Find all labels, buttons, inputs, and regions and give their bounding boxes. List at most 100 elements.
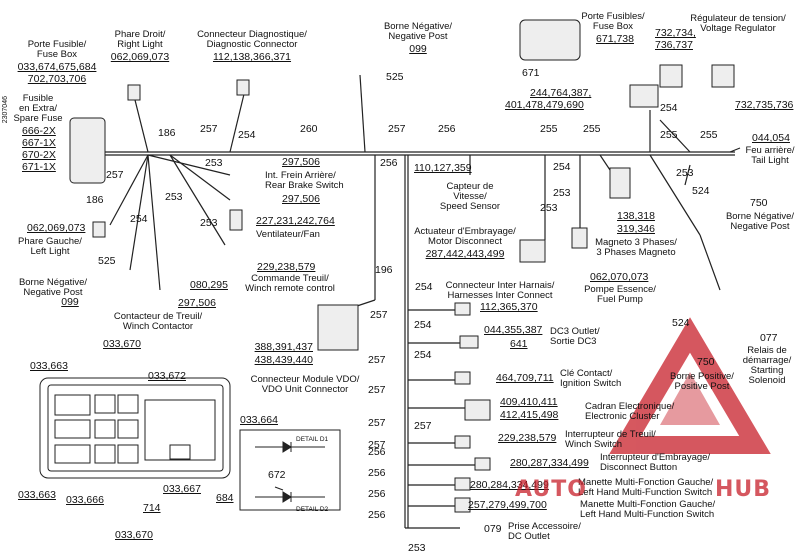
watermark-text1: AUTO — [515, 477, 587, 502]
seg-12: 253 — [205, 157, 223, 169]
seg-0: 186 — [158, 127, 176, 139]
diag-conn-num: 112,138,366,371 — [212, 51, 292, 63]
seg-22: 253 — [540, 202, 558, 214]
fb-033667: 033,667 — [163, 483, 201, 495]
rear-brake-num2: 297,506 — [282, 193, 320, 205]
cluster-num2: 412,415,498 — [500, 409, 559, 421]
neg-post-top-num: 099 — [409, 43, 427, 55]
neg-post-left-num: 099 — [61, 296, 79, 308]
speed-sensor-num: 110,127,359 — [414, 162, 472, 174]
dc3-label: DC3 Outlet/ Sortie DC3 — [550, 326, 600, 347]
clutch-actuator-block — [519, 239, 546, 263]
rear-brake-label: Int. Frein Arrière/ Rear Brake Switch — [265, 170, 344, 191]
cluster-label: Cadran Electronique/ Electronic Cluster — [585, 401, 675, 422]
seg-5: 256 — [438, 123, 456, 135]
seg-2: 254 — [238, 129, 256, 141]
seg-26: 257 — [368, 384, 386, 396]
seg-35: 256 — [368, 509, 386, 521]
clutch-actuator-label: Actuateur d'Embrayage/ Motor Disconnect — [414, 226, 516, 247]
fuse-box-left-num2: 702,703,706 — [27, 73, 87, 85]
seg-3: 260 — [300, 123, 318, 135]
mag-num1: 138,318 — [617, 210, 655, 222]
lh-multi-block — [454, 477, 471, 491]
pos-post-label: Borne Positive/ Positive Post — [670, 371, 734, 392]
rh-multi-label: Manette Multi-Fonction Gauche/ Left Hand… — [580, 499, 716, 520]
fuel-pump-label: Pompe Essence/ Fuel Pump — [584, 284, 656, 305]
seg-6: 255 — [540, 123, 558, 135]
lh-multi-label: Manette Multi-Fonction Gauche/ Left Hand… — [578, 477, 714, 498]
vdo-num1: 388,391,437 — [254, 341, 313, 353]
fuse-box-detail — [39, 377, 231, 479]
vdo-connector — [317, 304, 359, 351]
winch-contactor-num1: 080,295 — [190, 279, 228, 291]
hub-block — [629, 84, 659, 108]
seg-19: 254 — [553, 161, 571, 173]
cluster-block — [464, 399, 491, 421]
watermark-logo — [609, 317, 771, 454]
fan-block — [229, 209, 243, 231]
det-672: 672 — [268, 469, 286, 481]
winch-remote-num: 229,238,579 — [257, 261, 316, 273]
spare-fuse-1: 666-2X — [22, 125, 56, 137]
seg-14: 186 — [86, 194, 104, 206]
starting-ref: 077 — [760, 332, 778, 344]
seg-27: 257 — [368, 417, 386, 429]
fan-num: 227,231,242,764 — [256, 215, 335, 227]
vdo-label: Connecteur Module VDO/ VDO Unit Connecto… — [250, 374, 360, 395]
left-light-num: 062,069,073 — [27, 222, 86, 234]
detail-d1: DETAIL D1 — [296, 436, 329, 443]
diag-conn-label: Connecteur Diagnostique/ Diagnostic Conn… — [197, 29, 307, 50]
ref-524-a: 524 — [692, 185, 710, 197]
dc3-num: 044,355,387 — [484, 324, 543, 336]
seg-8: 254 — [660, 102, 678, 114]
fuse-box-right — [519, 19, 581, 61]
spare-fuse-4: 671-1X — [22, 161, 56, 173]
seg-1: 257 — [200, 123, 218, 135]
fb-033670-top: 033,670 — [103, 338, 141, 350]
seg-21: 196 — [375, 264, 393, 276]
dc-outlet-label: Prise Accessoire/ DC Outlet — [508, 521, 581, 542]
fuse-box-left — [69, 117, 106, 184]
tail-light-label: Feu arrière/ Tail Light — [745, 145, 795, 166]
ign-num: 464,709,711 — [496, 372, 554, 384]
fuse-box-right-ref: 671 — [522, 67, 540, 79]
winch-sw-block — [454, 435, 471, 449]
seg-32: 256 — [368, 446, 386, 458]
fuel-pump-block — [571, 227, 588, 249]
seg-33: 256 — [368, 467, 386, 479]
mag-num2: 319,346 — [617, 223, 655, 235]
winch-contactor-num2: 297,506 — [178, 297, 216, 309]
hub-num1: 244,764,387, — [530, 87, 592, 99]
right-light-num: 062,069,073 — [110, 51, 170, 63]
ref-524-b: 524 — [672, 317, 690, 329]
lh-multi-num: 280,284,334,499 — [470, 479, 549, 491]
winch-sw-num: 229,238,579 — [498, 432, 557, 444]
fb-033672: 033,672 — [148, 370, 186, 382]
speed-sensor-label: Capteur de Vitesse/ Speed Sensor — [439, 181, 501, 212]
fb-033663-bot: 033,663 — [18, 489, 56, 501]
spare-fuse-2: 667-1X — [22, 137, 56, 149]
neg-post-left-label: Borne Négative/ Negative Post — [18, 277, 88, 298]
neg-post-top-label: Borne Négative/ Negative Post — [383, 21, 453, 42]
winch-sw-label: Interrupteur de Treuil/ Winch Switch — [565, 429, 656, 450]
seg-24: 257 — [370, 309, 388, 321]
winch-contactor-label: Contacteur de Treuil/ Winch Contactor — [113, 311, 203, 332]
fb-714: 714 — [143, 502, 161, 514]
ign-label: Clé Contact/ Ignition Switch — [560, 368, 622, 389]
seg-31: 257 — [368, 439, 386, 451]
regulator-block-1 — [659, 64, 683, 88]
winch-remote-label: Commande Treuil/ Winch remote control — [245, 273, 335, 294]
harness-conn-block — [454, 302, 471, 316]
spare-fuse-3: 670-2X — [22, 149, 56, 161]
right-light-block — [127, 84, 141, 101]
neg-post-top-ref: 525 — [386, 71, 404, 83]
fb-033670-bot: 033,670 — [115, 529, 153, 541]
fb-033664: 033,664 — [240, 414, 278, 426]
left-light-block — [92, 221, 106, 238]
fuse-box-right-label: Porte Fusibles/ Fuse Box — [581, 11, 645, 32]
volt-reg-num1: 732,734, — [655, 27, 696, 39]
pos-post-ref: 750 — [697, 356, 715, 368]
seg-13: 257 — [106, 169, 124, 181]
